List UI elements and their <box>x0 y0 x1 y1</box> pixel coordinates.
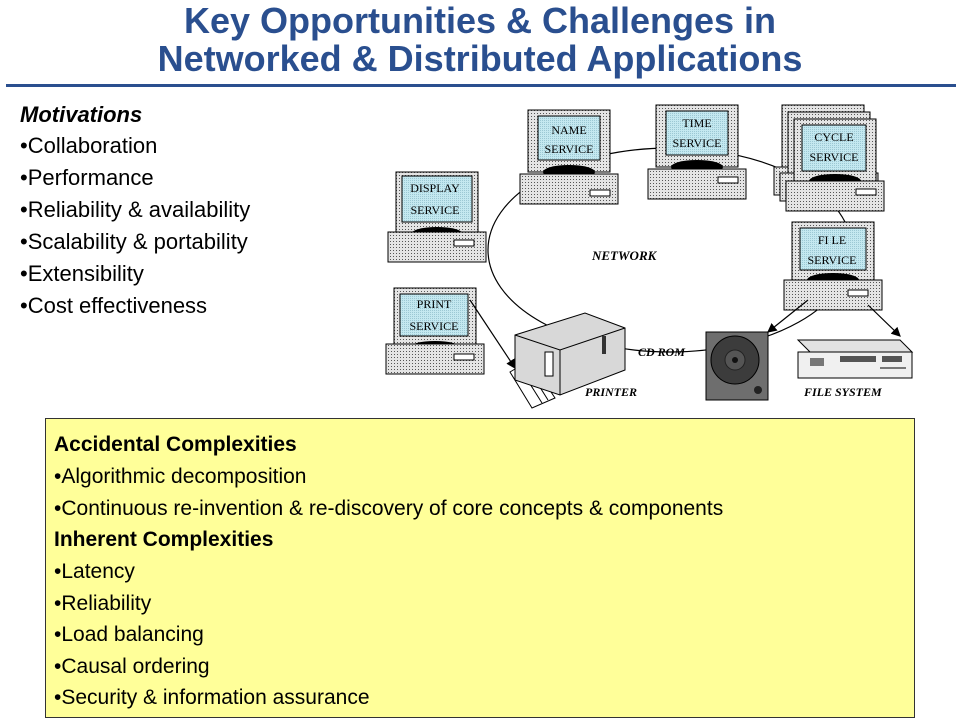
slide-title: Key Opportunities & Challenges in Networ… <box>0 2 960 78</box>
file-service-computer: FI LE SERVICE <box>784 222 882 310</box>
accidental-complexities-list: Algorithmic decomposition Continuous re-… <box>54 461 906 524</box>
file-system-icon <box>798 340 912 378</box>
service-label-line1: PRINT <box>417 297 452 311</box>
time-service-computer: TIME SERVICE <box>648 105 746 199</box>
service-label-line1: NAME <box>551 123 586 137</box>
motivation-item: Extensibility <box>20 258 350 290</box>
motivation-item: Scalability & portability <box>20 226 350 258</box>
service-label-line1: FI LE <box>818 233 846 247</box>
complexity-item: Continuous re-invention & re-discovery o… <box>54 493 906 525</box>
network-label: NETWORK <box>591 248 658 263</box>
title-line-2: Networked & Distributed Applications <box>158 38 803 79</box>
motivations-heading: Motivations <box>20 100 350 130</box>
complexity-item: Load balancing <box>54 619 906 651</box>
service-label-line2: SERVICE <box>672 136 721 150</box>
service-label-line2: SERVICE <box>544 142 593 156</box>
cd-rom-icon <box>706 332 768 400</box>
inherent-complexities-list: Latency Reliability Load balancing Causa… <box>54 556 906 714</box>
printer-label: PRINTER <box>585 385 637 399</box>
complexity-item: Latency <box>54 556 906 588</box>
network-diagram: NETWORK NAME SERVICE TIME SERVICE <box>380 100 960 410</box>
motivation-item: Reliability & availability <box>20 194 350 226</box>
service-label-line2: SERVICE <box>807 253 856 267</box>
cd-rom-label: CD ROM <box>638 345 685 359</box>
motivations-list: Collaboration Performance Reliability & … <box>20 130 350 322</box>
title-divider <box>6 84 956 87</box>
title-line-1: Key Opportunities & Challenges in <box>184 0 776 41</box>
service-label-line2: SERVICE <box>409 319 458 333</box>
file-system-label: FILE SYSTEM <box>803 385 882 399</box>
complexity-item: Security & information assurance <box>54 682 906 714</box>
complexity-item: Algorithmic decomposition <box>54 461 906 493</box>
complexities-box: Accidental Complexities Algorithmic deco… <box>45 418 915 718</box>
service-label-line1: CYCLE <box>814 130 853 144</box>
motivations-section: Motivations Collaboration Performance Re… <box>20 100 350 322</box>
inherent-complexities-heading: Inherent Complexities <box>54 524 906 556</box>
print-service-computer: PRINT SERVICE <box>386 288 484 374</box>
service-label-line1: DISPLAY <box>410 181 460 195</box>
service-label-line2: SERVICE <box>809 150 858 164</box>
complexity-item: Causal ordering <box>54 651 906 683</box>
complexity-item: Reliability <box>54 588 906 620</box>
service-label-line2: SERVICE <box>410 203 459 217</box>
motivation-item: Performance <box>20 162 350 194</box>
service-label-line1: TIME <box>682 116 711 130</box>
name-service-computer: NAME SERVICE <box>520 110 618 204</box>
display-service-computer: DISPLAY SERVICE <box>388 172 486 262</box>
cycle-service-computer: CYCLE SERVICE <box>774 105 884 211</box>
file-system-arrow <box>868 305 900 336</box>
motivation-item: Cost effectiveness <box>20 290 350 322</box>
network-diagram-svg: NETWORK NAME SERVICE TIME SERVICE <box>380 100 960 410</box>
accidental-complexities-heading: Accidental Complexities <box>54 429 906 461</box>
motivation-item: Collaboration <box>20 130 350 162</box>
